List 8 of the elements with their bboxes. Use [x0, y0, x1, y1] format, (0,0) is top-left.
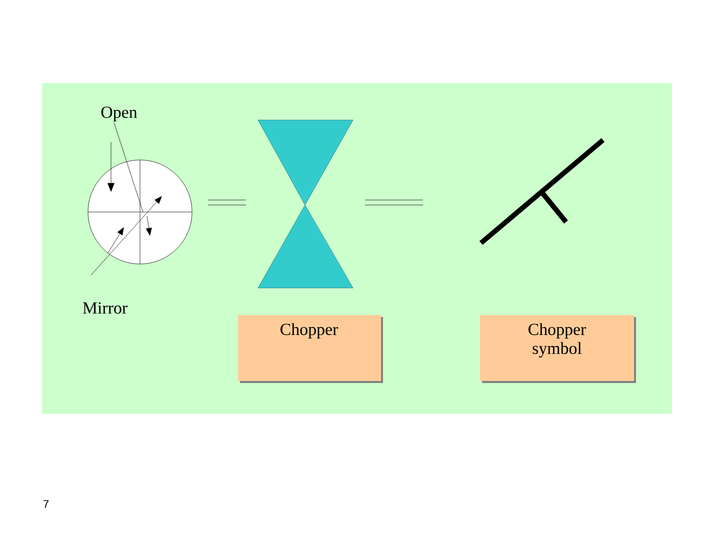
leader-line — [114, 122, 144, 212]
callout-label: Open — [101, 106, 138, 122]
callout-label: Mirror — [82, 302, 128, 314]
chopper-disc — [88, 160, 192, 264]
page-number: 7 — [44, 500, 48, 508]
label-box: Chopper — [238, 315, 383, 383]
label-box: Chopper symbol — [480, 315, 636, 383]
leader-line — [90, 196, 162, 276]
